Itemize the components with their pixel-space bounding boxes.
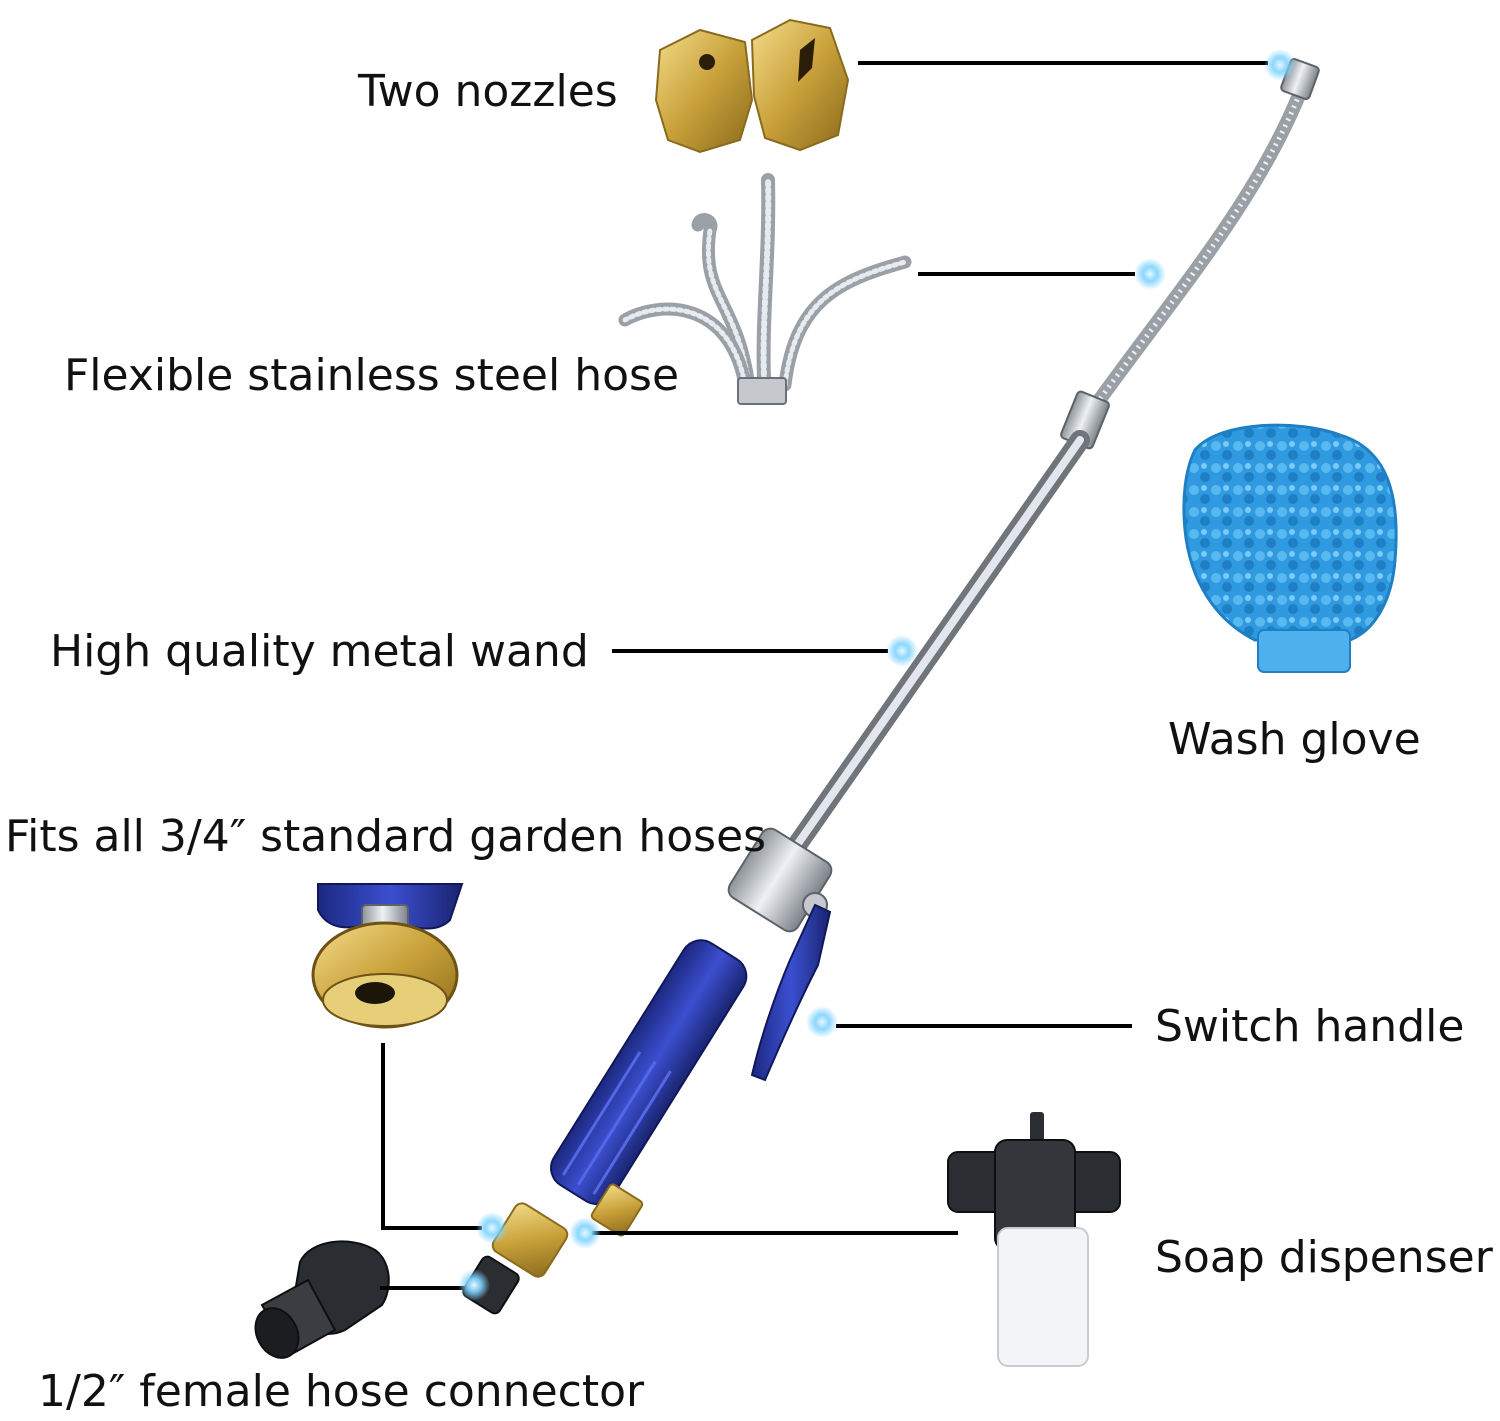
dot-soap — [569, 1217, 601, 1249]
callout-dots — [458, 49, 1296, 1301]
soap-dispenser-illustration — [947, 1112, 1121, 1367]
dot-hose — [1134, 258, 1166, 290]
label-soap-dispenser: Soap dispenser — [1155, 1232, 1493, 1283]
dot-switch — [806, 1006, 838, 1038]
soap-inlet-fitting — [590, 1183, 644, 1237]
dot-wand — [886, 635, 918, 667]
flexible-hose-illustration — [618, 173, 912, 405]
wash-glove-illustration — [1182, 423, 1398, 673]
switch-handle-lever — [750, 903, 832, 1082]
label-flexible-hose: Flexible stainless steel hose — [64, 350, 680, 401]
wand-flexible-section — [1079, 77, 1312, 425]
label-hose-connector: 1/2″ female hose connector — [38, 1366, 645, 1417]
ball-valve — [727, 827, 833, 933]
nozzles-illustration — [654, 18, 850, 154]
callout-lines — [380, 61, 1268, 1290]
dot-connector — [458, 1269, 490, 1301]
callout-line-garden — [381, 1043, 482, 1230]
dot-garden — [476, 1212, 508, 1244]
blue-grip — [550, 939, 748, 1205]
label-wash-glove: Wash glove — [1168, 714, 1421, 765]
wand-assembly — [462, 58, 1320, 1315]
female-connector-illustration — [254, 1240, 390, 1359]
label-garden-hoses: Fits all 3/4″ standard garden hoses — [5, 811, 767, 862]
dot-nozzles — [1264, 49, 1296, 81]
label-metal-wand: High quality metal wand — [50, 626, 589, 677]
label-two-nozzles: Two nozzles — [358, 66, 618, 117]
label-switch-handle: Switch handle — [1155, 1001, 1465, 1052]
garden-hose-fitting-illustration — [311, 883, 464, 1029]
